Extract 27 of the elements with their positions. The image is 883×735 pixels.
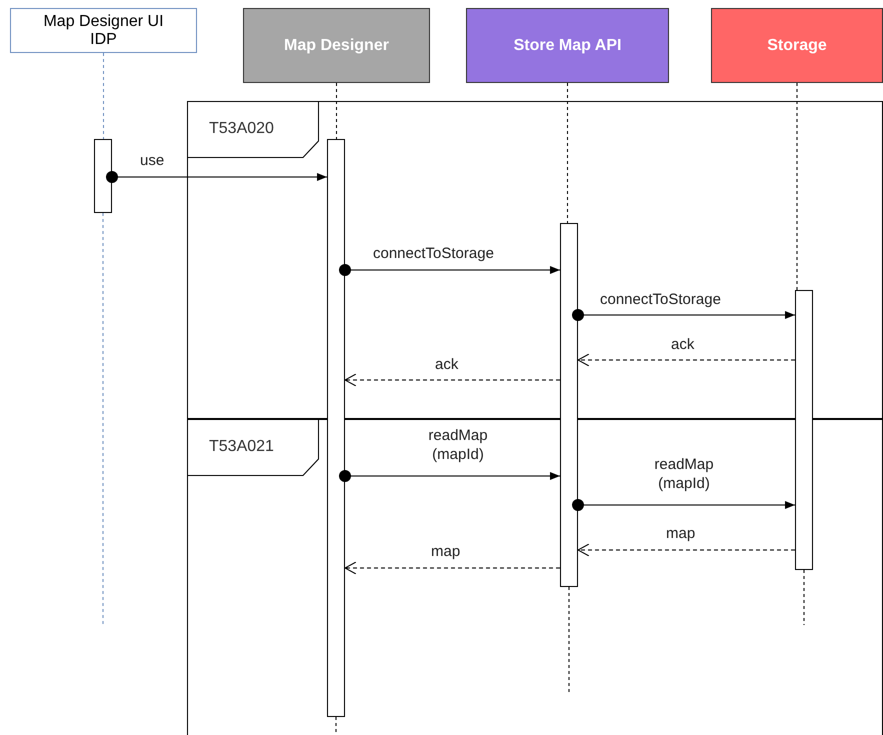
- participant-box: Store Map API: [466, 8, 669, 83]
- activation-bar: [94, 139, 112, 213]
- message-arrow: [572, 309, 796, 321]
- edge-label: connectToStorage: [600, 291, 721, 310]
- frame-tab: [187, 101, 319, 158]
- lifeline: [567, 82, 568, 224]
- participant-box: Map Designer: [243, 8, 430, 83]
- edge-label: connectToStorage: [373, 245, 494, 264]
- frame-label: T53A020: [209, 120, 274, 138]
- message-arrow: [339, 470, 560, 482]
- frame-tab: [187, 419, 319, 476]
- return-arrow: [578, 354, 796, 366]
- return-arrow: [344, 562, 560, 574]
- lifeline: [336, 82, 337, 140]
- lifeline: [103, 52, 104, 140]
- message-arrow: [572, 499, 796, 511]
- activation-bar: [795, 290, 813, 570]
- activation-bar: [560, 223, 578, 587]
- frame-label: T53A021: [209, 438, 274, 456]
- participant-box: Storage: [711, 8, 883, 83]
- return-arrow: [578, 544, 796, 556]
- message-arrow: [106, 171, 328, 183]
- lifeline: [796, 82, 798, 290]
- return-arrow: [344, 374, 560, 386]
- participant-box: Map Designer UI IDP: [10, 8, 197, 53]
- message-arrow: [339, 264, 560, 276]
- activation-bar: [327, 139, 345, 717]
